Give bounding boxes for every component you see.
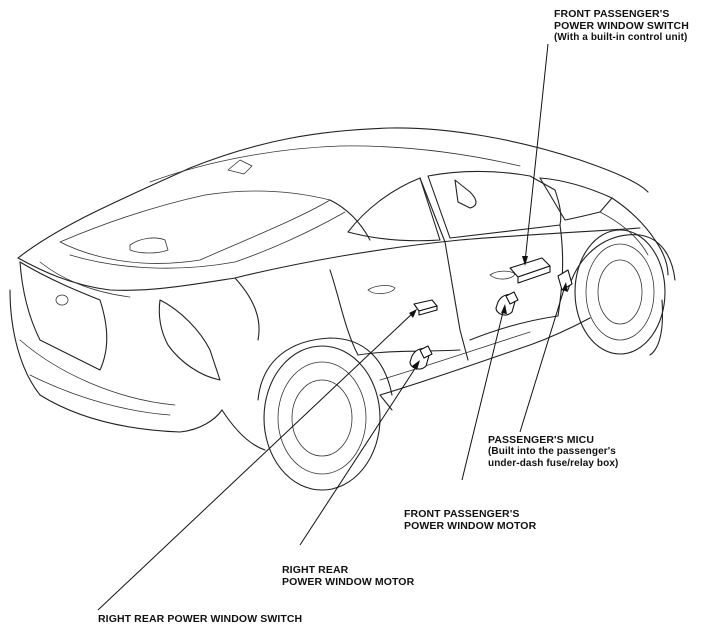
label-front-passenger-window-switch: FRONT PASSENGER'S POWER WINDOW SWITCH (W… (554, 8, 689, 44)
label-line: (Built into the passenger's (488, 446, 616, 457)
leader-lines (97, 43, 568, 611)
leader-right-rear-switch (97, 311, 415, 611)
label-line: PASSENGER'S MICU (488, 434, 594, 446)
label-line: FRONT PASSENGER'S (554, 8, 670, 20)
label-line: under-dash fuse/relay box) (488, 458, 619, 469)
label-right-rear-window-motor: RIGHT REAR POWER WINDOW MOTOR (282, 564, 414, 588)
leader-front-passenger-motor (461, 307, 505, 481)
leader-passenger-micu (519, 285, 566, 433)
label-right-rear-window-switch: RIGHT REAR POWER WINDOW SWITCH (98, 613, 302, 625)
front-passenger-window-motor-component (495, 291, 519, 316)
leader-front-passenger-switch (524, 43, 549, 263)
label-line: RIGHT REAR (282, 564, 349, 576)
label-line: (With a built-in control unit) (554, 32, 688, 43)
car-body-outline (9, 127, 676, 491)
leader-right-rear-motor (299, 363, 419, 546)
passenger-micu-component (557, 269, 573, 291)
label-line: RIGHT REAR POWER WINDOW SWITCH (98, 613, 303, 625)
label-passenger-micu: PASSENGER'S MICU (Built into the passeng… (488, 434, 618, 470)
label-line: POWER WINDOW MOTOR (404, 520, 537, 532)
label-line: POWER WINDOW MOTOR (282, 576, 415, 588)
label-line: POWER WINDOW SWITCH (554, 20, 689, 32)
label-front-passenger-window-motor: FRONT PASSENGER'S POWER WINDOW MOTOR (404, 508, 536, 532)
right-rear-window-switch-component (413, 299, 438, 316)
label-line: FRONT PASSENGER'S (404, 508, 520, 520)
front-passenger-window-switch-component (509, 257, 551, 284)
